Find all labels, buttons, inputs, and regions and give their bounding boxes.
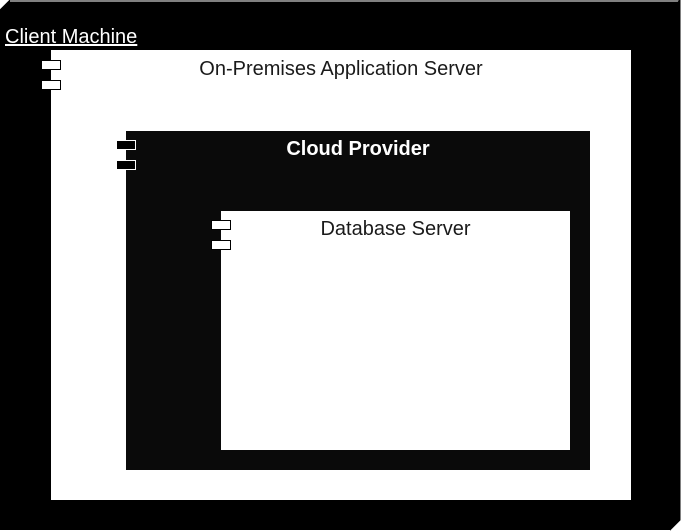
component-icon: [116, 160, 136, 170]
database-server-label: Database Server: [320, 218, 471, 240]
node-3d-icon: [0, 0, 680, 10]
component-icon: [41, 60, 61, 70]
component-icon: [116, 140, 136, 150]
application-server-label: On-Premises Application Server: [199, 58, 483, 80]
component-icon: [41, 80, 61, 90]
database-server-component[interactable]: Database Server: [221, 211, 570, 450]
node-side-face: [670, 0, 681, 531]
client-machine-label: Client Machine: [5, 26, 138, 48]
cloud-provider-label: Cloud Provider: [286, 138, 430, 160]
component-icon: [211, 240, 231, 250]
component-icon: [211, 220, 231, 230]
